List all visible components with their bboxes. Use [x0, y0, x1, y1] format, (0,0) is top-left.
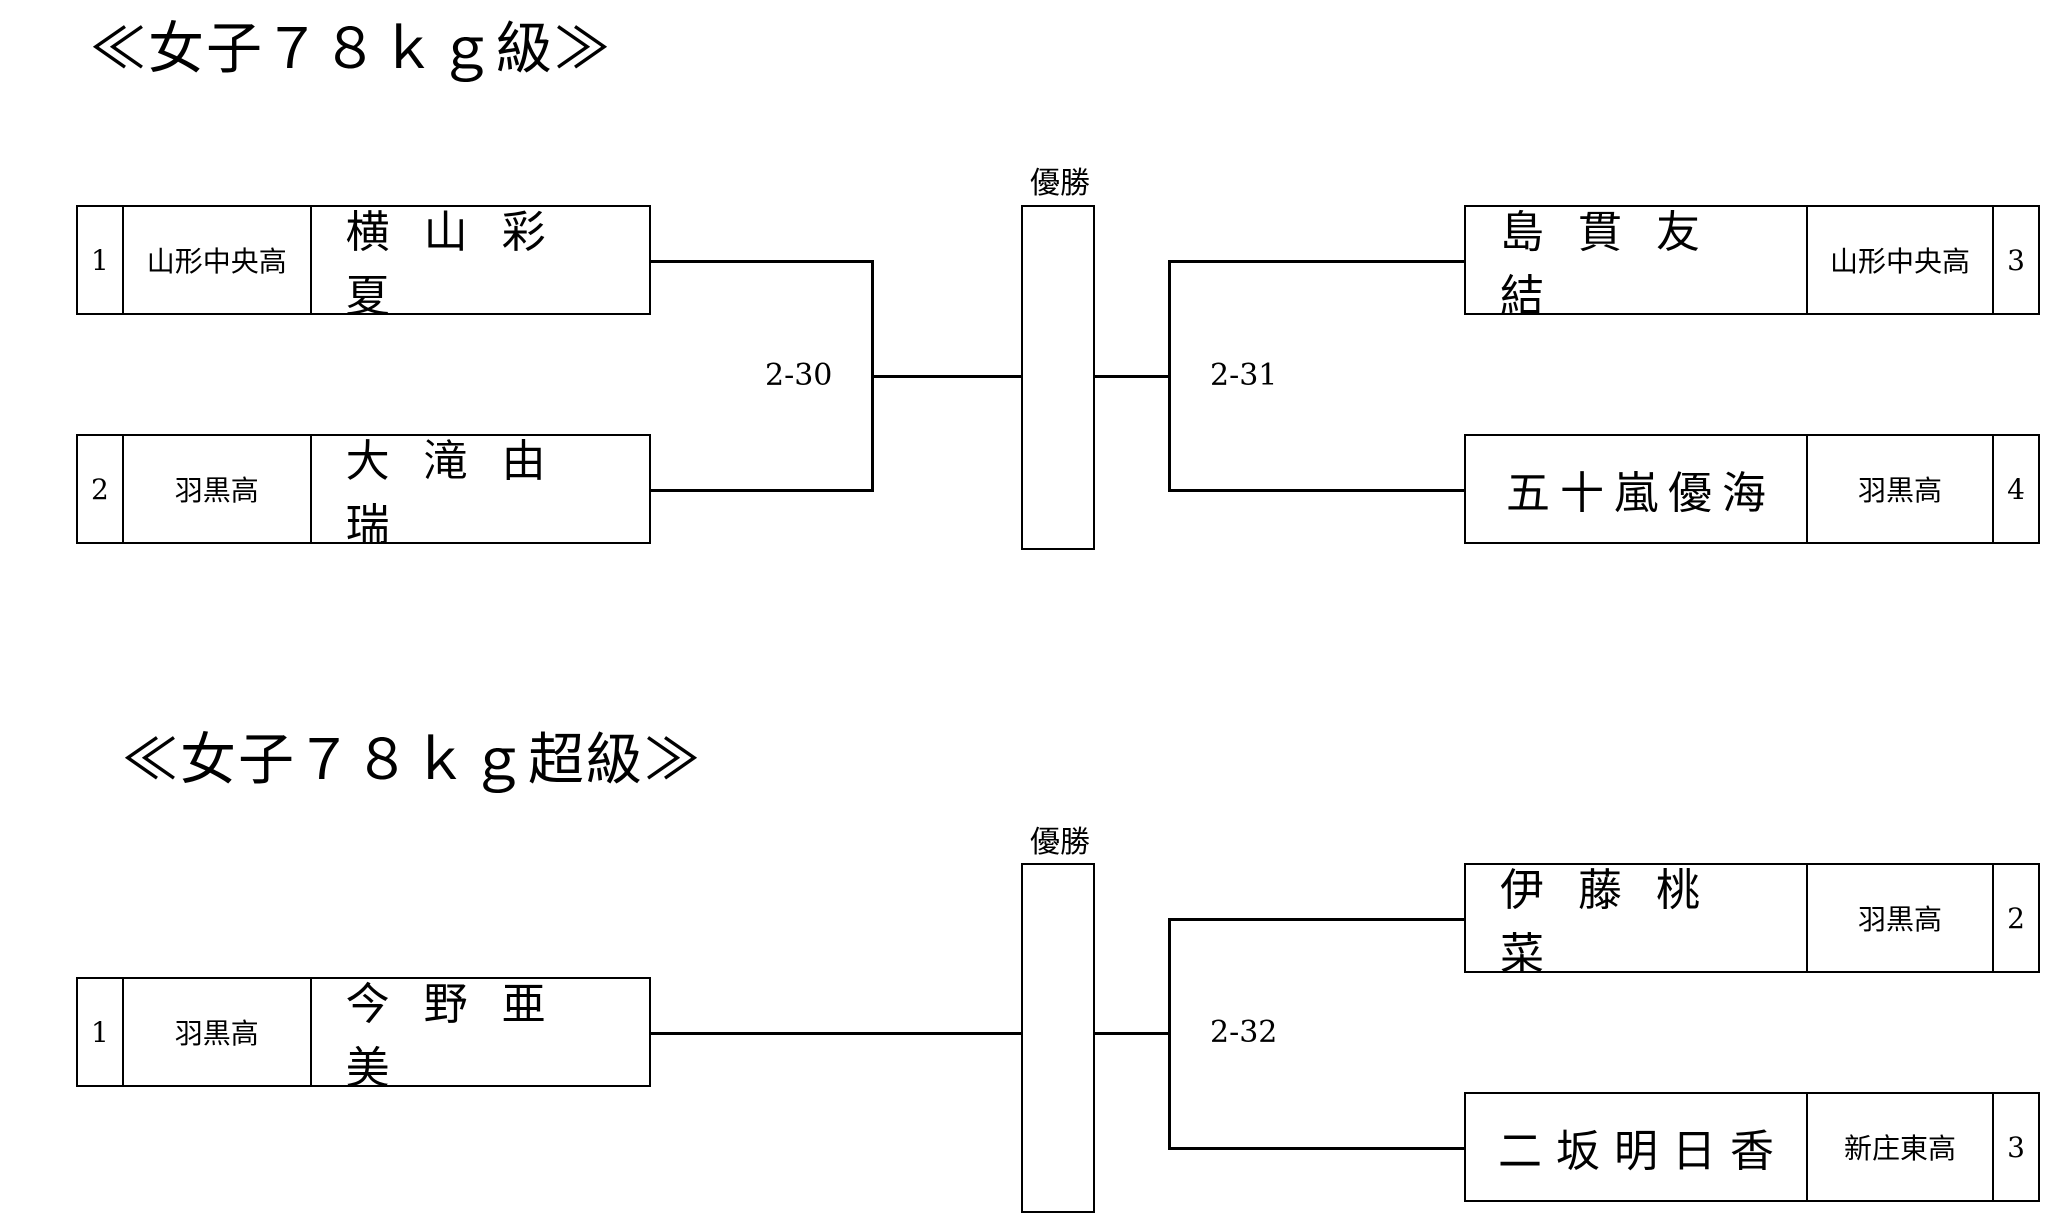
- entry-name: 島貫友結: [1500, 207, 1734, 322]
- entry-right-2: 二坂明日香 新庄東高 3: [1464, 1092, 2040, 1202]
- bracket-line: [1168, 918, 1171, 1150]
- bracket-line: [1168, 260, 1171, 492]
- entry-right-1: 伊藤桃菜 羽黒高 2: [1464, 863, 2040, 980]
- entry-right-2: 五十嵐優海 羽黒高 4: [1464, 434, 2040, 544]
- entry-number: 3: [2007, 243, 2025, 277]
- entry-number: 1: [91, 1015, 109, 1049]
- entry-left-1: 1 山形中央高 横山彩夏: [76, 205, 651, 322]
- bracket-line: [1095, 375, 1171, 378]
- entry-school: 山形中央高: [1806, 207, 1994, 313]
- entry-name: 伊藤桃菜: [1500, 865, 1734, 980]
- winner-label: 優勝: [1030, 166, 1090, 201]
- winner-box: [1021, 863, 1095, 1213]
- bracket-line: [1168, 489, 1466, 492]
- entry-number: 4: [2007, 472, 2025, 506]
- match-number: 2-31: [1210, 358, 1278, 393]
- match-number: 2-32: [1210, 1015, 1278, 1050]
- entry-number: 2: [2007, 901, 2025, 935]
- bracket-title: ≪女子７８ｋｇ超級≫: [122, 728, 702, 793]
- entry-name: 横山彩夏: [309, 207, 649, 322]
- bracket-line: [651, 489, 873, 492]
- entry-school: 羽黒高: [1806, 865, 1994, 971]
- bracket-line: [651, 1032, 1023, 1035]
- bracket-title: ≪女子７８ｋｇ級≫: [90, 17, 612, 82]
- bracket-line: [1095, 1032, 1171, 1035]
- match-number: 2-30: [765, 358, 833, 393]
- entry-left-2: 2 羽黒高 大滝由瑞: [76, 434, 651, 551]
- entry-school: 新庄東高: [1806, 1094, 1994, 1200]
- entry-school: 羽黒高: [121, 979, 310, 1085]
- bracket-line: [871, 375, 1023, 378]
- entry-name: 今野亜美: [309, 979, 649, 1094]
- bracket-line: [1168, 1147, 1466, 1150]
- bracket-line: [1168, 918, 1466, 921]
- entry-school: 羽黒高: [121, 436, 310, 542]
- bracket-line: [651, 260, 873, 263]
- entry-school: 羽黒高: [1806, 436, 1994, 542]
- entry-name: 大滝由瑞: [309, 436, 649, 551]
- winner-box: [1021, 205, 1095, 550]
- entry-number: 1: [91, 243, 109, 277]
- entry-school: 山形中央高: [121, 207, 310, 313]
- entry-left-1: 1 羽黒高 今野亜美: [76, 977, 651, 1094]
- entry-name: 二坂明日香: [1498, 1126, 1788, 1177]
- winner-label: 優勝: [1030, 825, 1090, 860]
- bracket-line: [1168, 260, 1466, 263]
- entry-number: 2: [91, 472, 109, 506]
- entry-name: 五十嵐優海: [1506, 468, 1776, 519]
- entry-right-1: 島貫友結 山形中央高 3: [1464, 205, 2040, 322]
- entry-number: 3: [2007, 1130, 2025, 1164]
